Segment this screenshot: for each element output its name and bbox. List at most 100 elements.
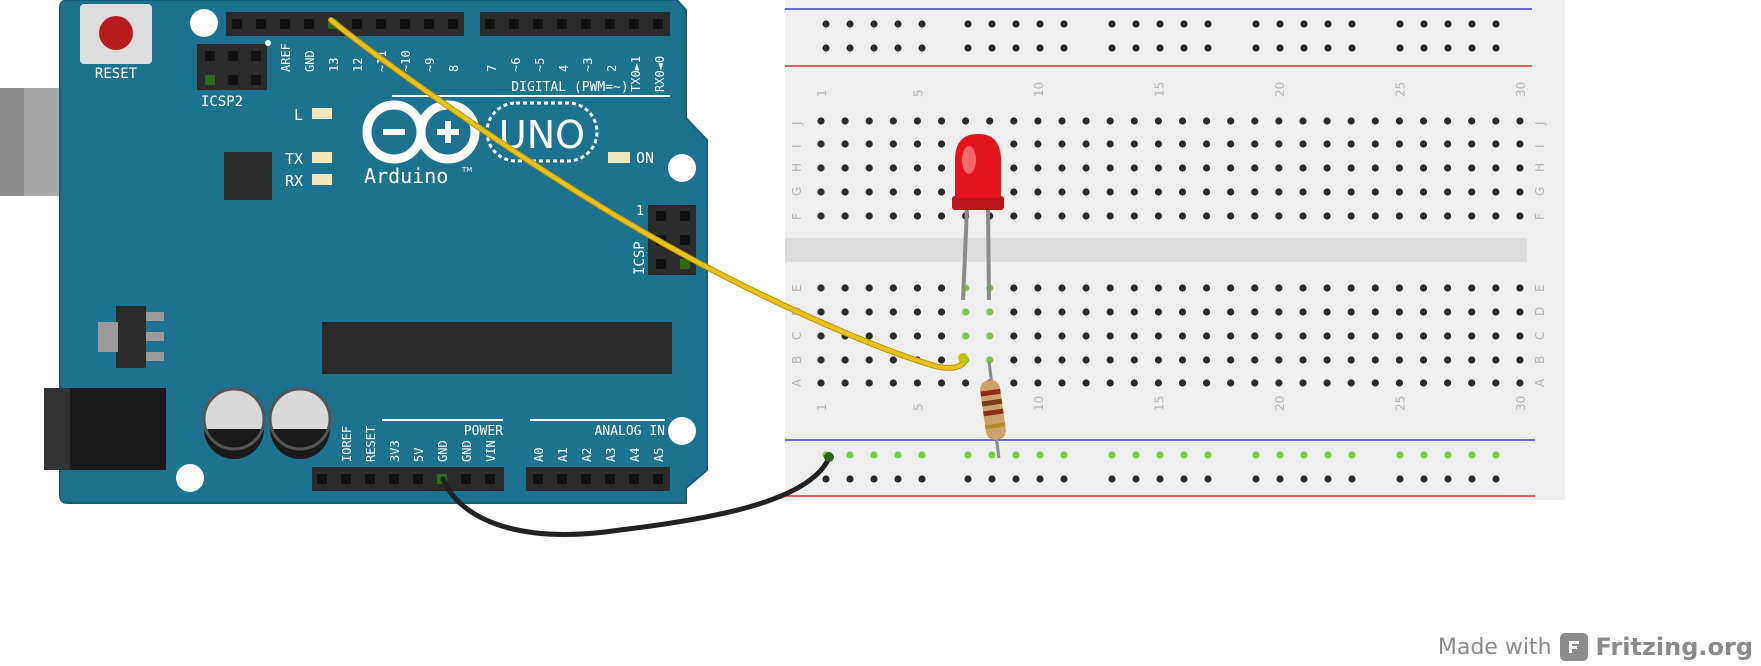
digital-pin-label: ~10 — [399, 50, 413, 72]
breadboard-hole — [1227, 356, 1235, 364]
analog-pin-label: A0 — [532, 448, 546, 462]
arduino-wordmark: Arduino — [364, 164, 448, 188]
breadboard-hole — [937, 356, 946, 364]
made-with-text: Made with — [1437, 634, 1552, 660]
breadboard-hole — [1178, 117, 1187, 125]
ground-wire[interactable] — [440, 455, 832, 537]
breadboard-hole — [1371, 164, 1379, 172]
breadboard-hole — [1299, 356, 1307, 364]
rail-hole — [1348, 475, 1356, 483]
digital-pin-label: 2 — [605, 65, 619, 72]
led-tx — [312, 152, 332, 163]
breadboard-hole — [1130, 356, 1138, 364]
header-pin — [653, 19, 663, 29]
breadboard-hole — [1275, 356, 1283, 364]
breadboard-hole — [1347, 379, 1355, 387]
rail-hole — [870, 20, 878, 28]
breadboard-hole — [1010, 140, 1018, 148]
breadboard-hole — [1419, 188, 1428, 196]
breadboard-hole — [1468, 379, 1476, 387]
breadboard-hole — [1492, 332, 1500, 340]
rail-hole — [918, 20, 926, 28]
rail-hole — [1324, 20, 1332, 28]
header-pin — [365, 474, 375, 484]
rail-hole — [1012, 20, 1020, 28]
rail-hole — [870, 451, 878, 459]
row-label: E — [790, 284, 804, 292]
analog-pin-label: A3 — [604, 448, 618, 462]
header-pin — [448, 19, 458, 29]
breadboard-hole — [1034, 188, 1042, 196]
digital-pin-label: ~6 — [509, 58, 523, 72]
breadboard-hole — [1130, 212, 1138, 220]
breadboard-hole — [1227, 164, 1235, 172]
breadboard-hole — [1371, 117, 1379, 125]
rail-hole — [1204, 20, 1212, 28]
breadboard-hole — [1227, 284, 1235, 292]
breadboard-hole — [913, 117, 922, 125]
power-pin-label: GND — [436, 440, 450, 462]
breadboard-center-channel — [785, 238, 1527, 262]
breadboard-hole — [1395, 212, 1403, 220]
row-label: F — [1533, 213, 1547, 220]
breadboard-hole — [1010, 212, 1018, 220]
breadboard-hole — [1203, 379, 1211, 387]
header-pin — [581, 474, 591, 484]
reset-button-cap[interactable] — [99, 16, 133, 50]
wires — [328, 17, 968, 537]
header-pin — [680, 211, 690, 221]
row-label: C — [1533, 332, 1547, 340]
breadboard-hole — [1082, 308, 1090, 316]
breadboard-hole — [1082, 212, 1090, 220]
breadboard-hole — [1154, 164, 1162, 172]
rail-hole — [1468, 451, 1476, 459]
rail-hole — [1396, 475, 1404, 483]
column-label: 20 — [1273, 396, 1287, 411]
breadboard-hole — [1323, 140, 1331, 148]
row-label: J — [1533, 121, 1547, 126]
row-label: G — [790, 187, 804, 196]
breadboard-hole — [1516, 140, 1524, 148]
signal-wire[interactable] — [329, 18, 966, 370]
breadboard-hole — [1444, 117, 1452, 125]
breadboard-hole — [865, 356, 873, 364]
rail-hole — [894, 20, 902, 28]
breadboard-hole — [889, 356, 897, 364]
header-pin — [376, 19, 386, 29]
breadboard-hole — [889, 117, 897, 125]
breadboard-hole — [1034, 332, 1042, 340]
breadboard-hole — [913, 212, 922, 220]
rail-hole — [1204, 44, 1212, 52]
breadboard-hole — [1130, 332, 1138, 340]
header-pin — [656, 211, 666, 221]
header-pin — [352, 19, 362, 29]
rail-hole — [964, 44, 972, 52]
breadboard-hole — [1468, 188, 1476, 196]
breadboard-hole — [1034, 212, 1042, 220]
breadboard-hole — [1419, 117, 1428, 125]
breadboard-hole — [1371, 379, 1379, 387]
resistor-band — [980, 388, 1001, 397]
breadboard-hole — [1203, 164, 1211, 172]
breadboard-hole — [1299, 140, 1307, 148]
led-rx — [312, 174, 332, 185]
resistor-band — [983, 408, 1004, 417]
led-leg-anode — [986, 207, 991, 301]
column-label: 25 — [1393, 82, 1407, 97]
breadboard-hole — [865, 140, 873, 148]
rail-hole — [1276, 451, 1284, 459]
breadboard-hole — [913, 284, 922, 292]
breadboard-hole — [1154, 140, 1162, 148]
breadboard-hole — [1251, 308, 1259, 316]
rail-hole — [1444, 475, 1452, 483]
breadboard-hole — [937, 117, 946, 125]
breadboard-hole — [1058, 332, 1066, 340]
trademark: TM — [461, 166, 472, 174]
row-label: B — [1533, 356, 1547, 364]
breadboard-hole — [1395, 356, 1403, 364]
breadboard-hole — [1347, 188, 1355, 196]
header-pin — [317, 474, 327, 484]
rail-hole — [1252, 451, 1260, 459]
breadboard-hole — [1492, 284, 1500, 292]
